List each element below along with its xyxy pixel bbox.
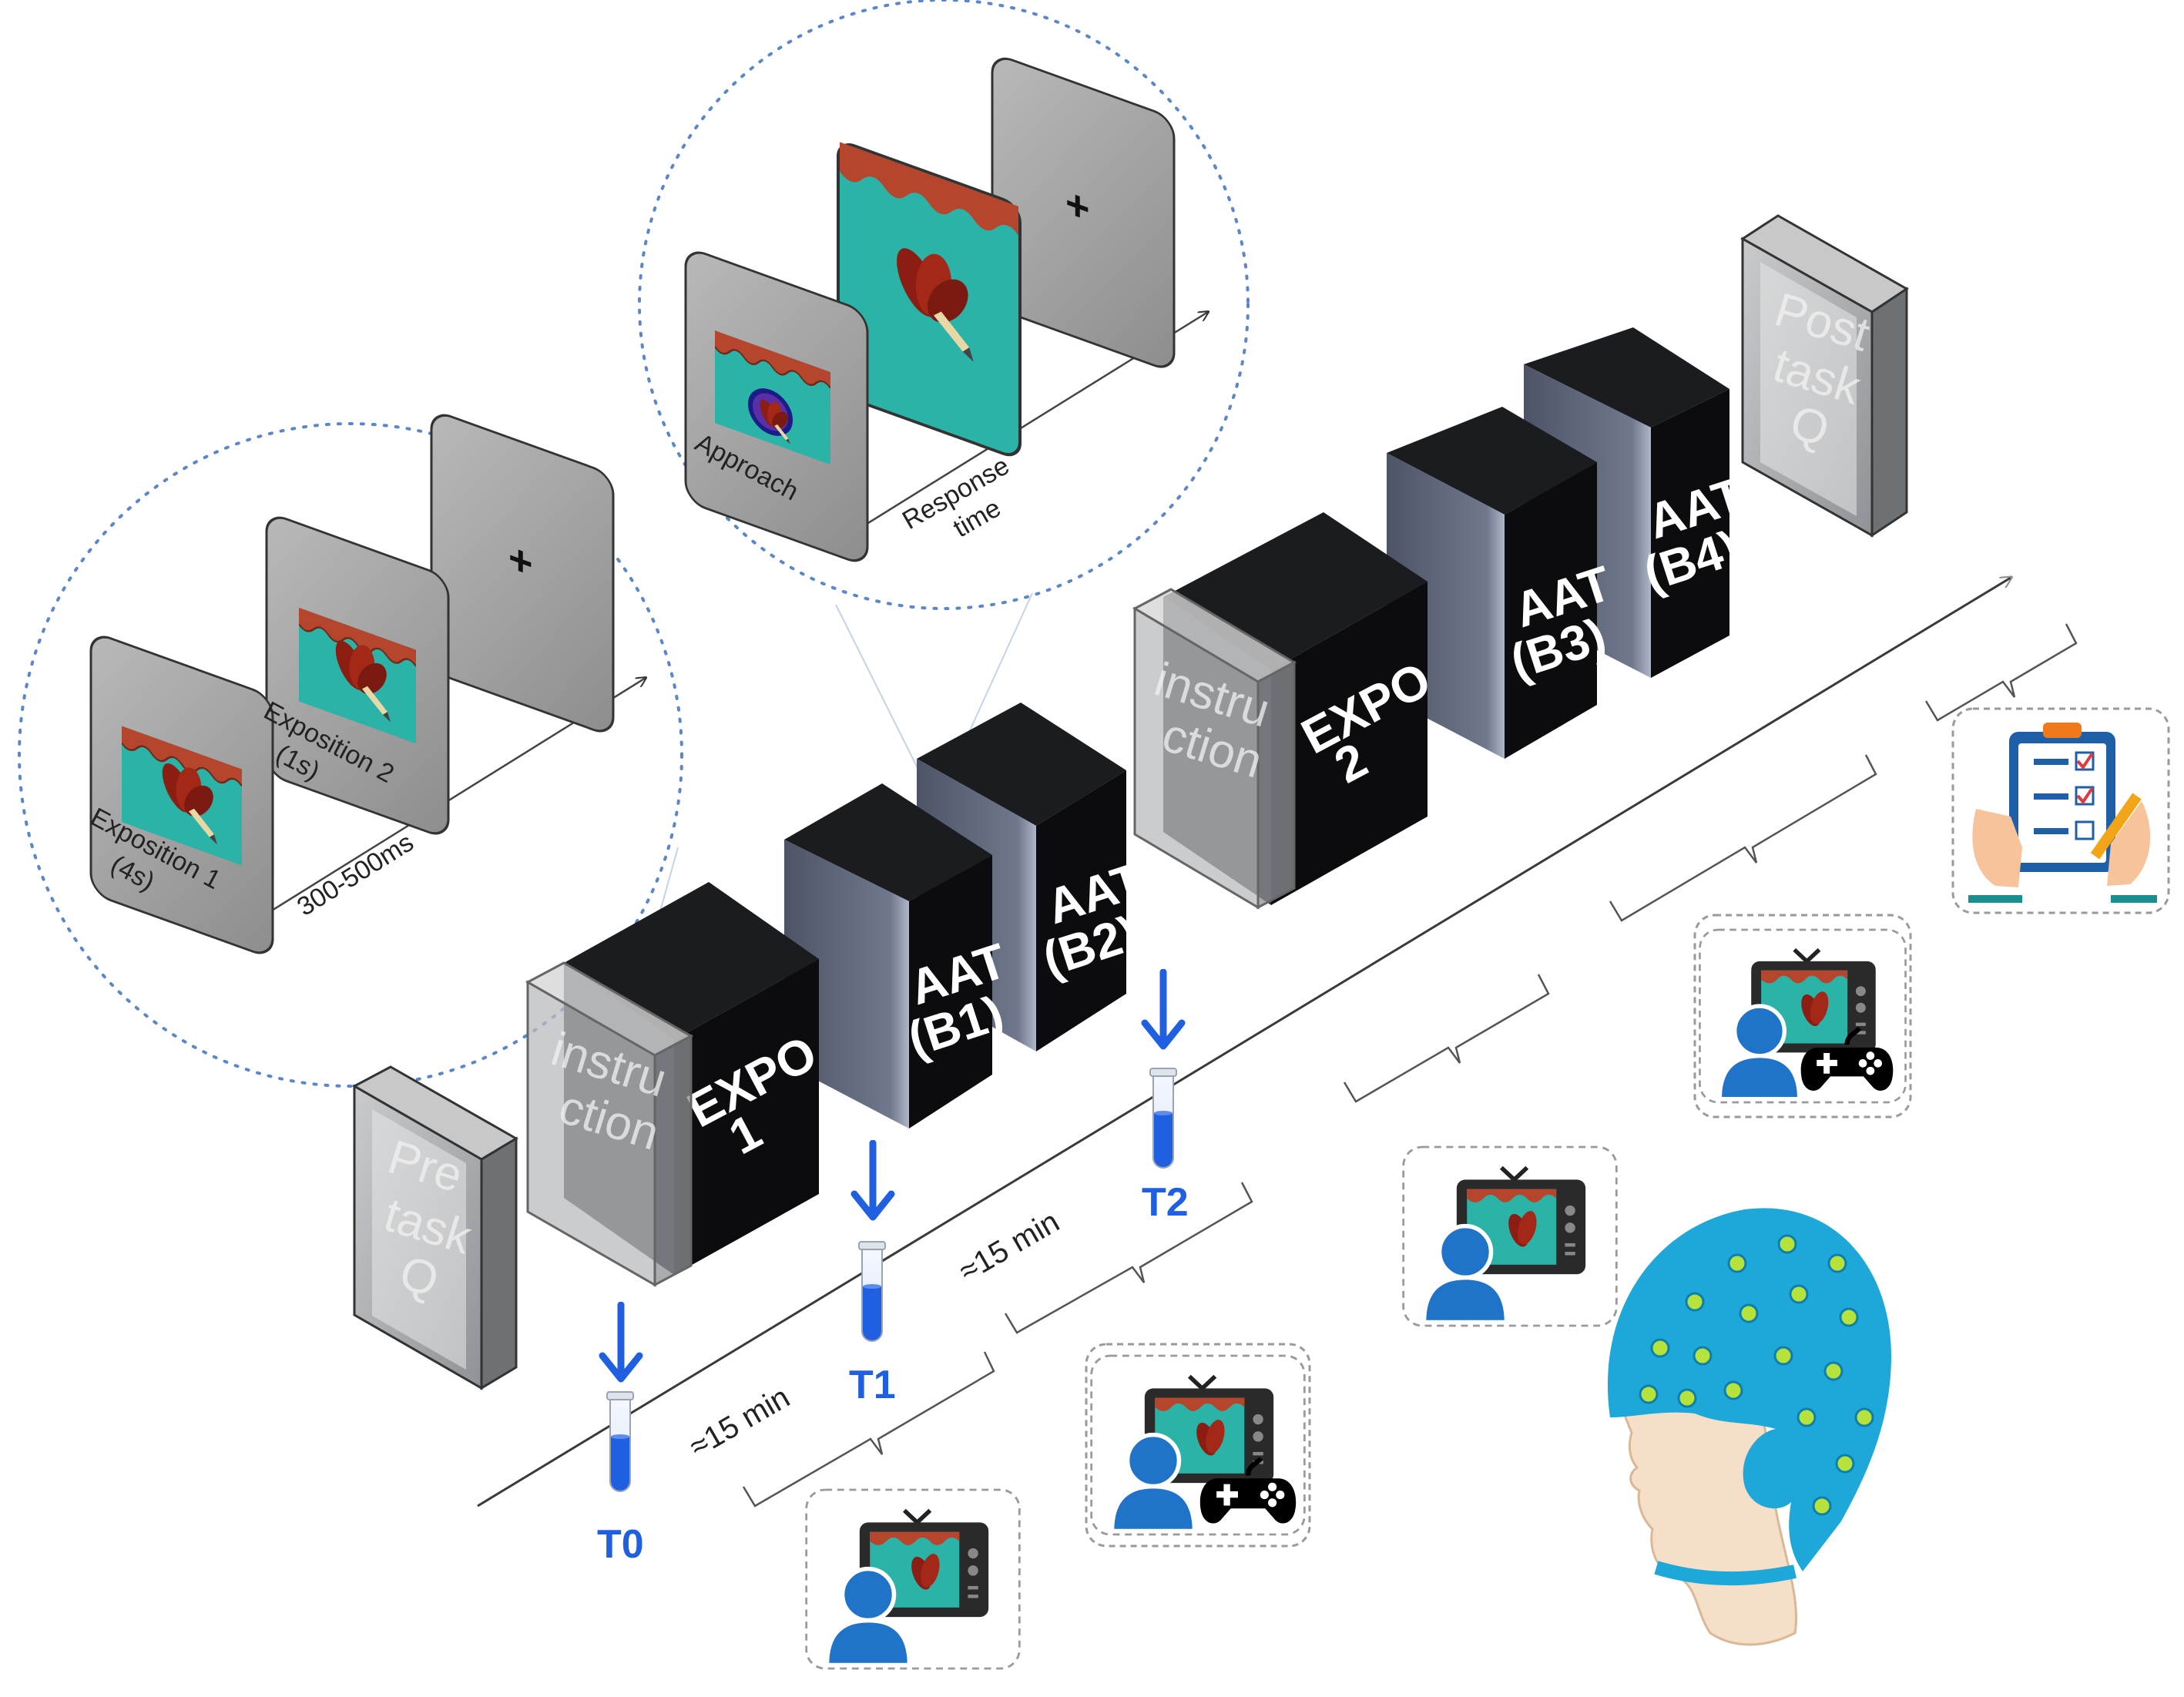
instruction-2-block: instru ction — [1132, 588, 1297, 910]
tv-gamepad-icon-2 — [1693, 914, 1912, 1118]
sample-t0-arrow — [602, 1305, 639, 1379]
sample-t0: T0 — [597, 1305, 644, 1567]
exposition-2-screen — [265, 516, 450, 835]
timeline-brackets — [742, 623, 2078, 1508]
fixation-screen-2: + — [991, 57, 1176, 368]
fixation-screen-1: + — [430, 414, 615, 733]
sample-t0-label: T0 — [597, 1522, 644, 1567]
sample-t0-tube-icon — [606, 1391, 634, 1492]
pre-task-questionnaire-block: Pre task Q — [351, 1065, 518, 1390]
sample-t1-arrow — [854, 1143, 891, 1217]
sample-t2-label: T2 — [1142, 1180, 1189, 1225]
expo-1-block: EXPO 1 — [564, 882, 826, 1275]
clipboard-checklist-icon — [1951, 707, 2170, 914]
aat-b1-block: AAT (B1) — [784, 783, 1013, 1129]
aat-inset-circle — [638, 0, 1250, 610]
duration-first-label: ≈15 min — [684, 1380, 796, 1464]
bracket-1 — [742, 1351, 995, 1508]
instruction-1-block: instru ction — [525, 961, 694, 1287]
sample-t2: T2 — [1142, 972, 1189, 1225]
timeline-axis — [477, 578, 2011, 1508]
fixation-cross: + — [508, 533, 533, 588]
post-task-questionnaire-block: Post task Q — [1740, 214, 1909, 538]
sample-t1: T1 — [849, 1143, 896, 1407]
exposure-inset-circle — [18, 422, 683, 1088]
sample-t2-tube-icon — [1149, 1068, 1177, 1169]
eeg-cap-head-icon — [1607, 1208, 1891, 1646]
sample-t1-tube-icon — [858, 1241, 886, 1342]
approach-screen — [684, 251, 869, 562]
tv-gamepad-icon-1 — [1085, 1343, 1311, 1548]
watch-tv-icon-1 — [807, 1490, 1020, 1668]
fixation-cross-aat: + — [1065, 178, 1090, 233]
exposition-1-screen — [89, 636, 274, 954]
duration-second-label: ≈15 min — [954, 1205, 1065, 1289]
exposure-inset: + Exposition 1 (4s) Exposition 2 (1s) 30… — [86, 414, 646, 954]
watch-tv-icon-2 — [1404, 1147, 1617, 1326]
exposure-interval-label: 300-500ms — [292, 827, 418, 921]
response-screen — [837, 142, 1022, 457]
sample-t2-arrow — [1145, 972, 1182, 1046]
sample-t1-label: T1 — [849, 1363, 896, 1407]
aat-inset: + Approach Response time — [684, 57, 1208, 562]
